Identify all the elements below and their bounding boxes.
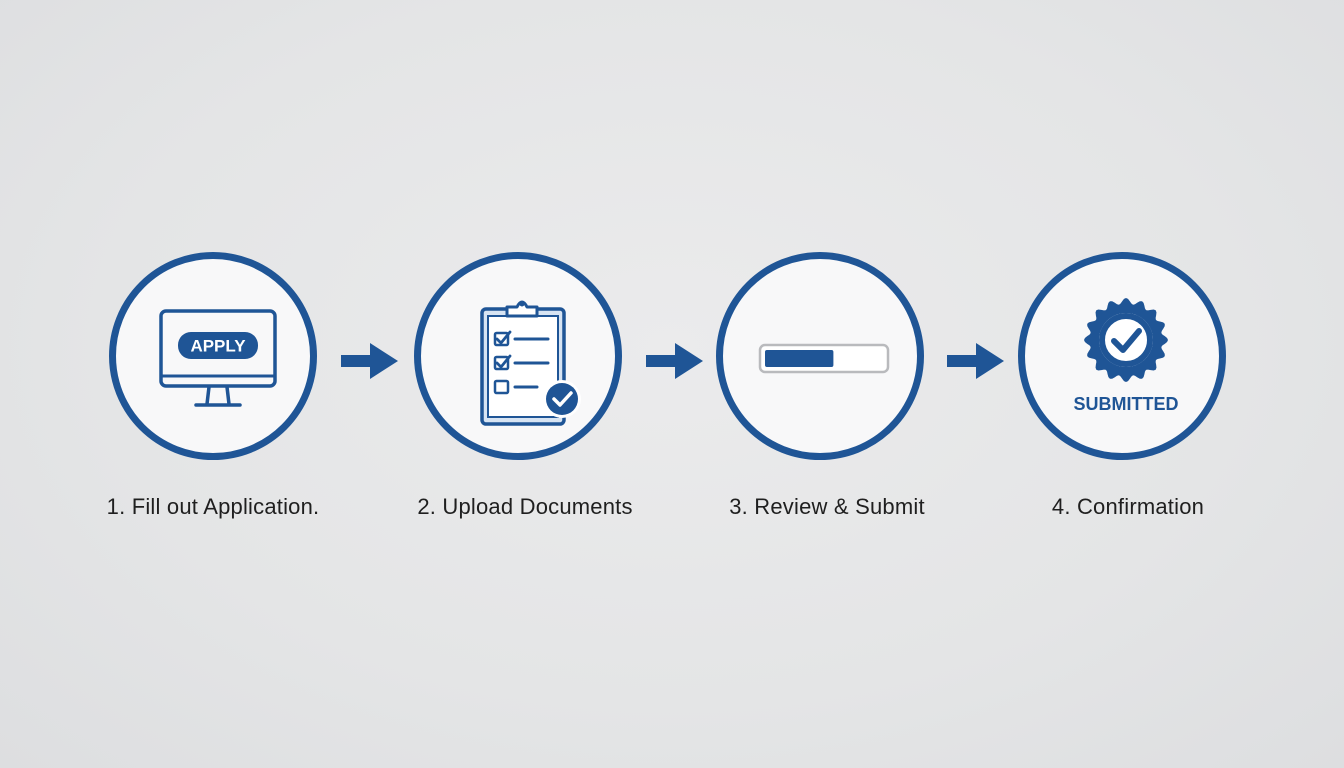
progress-fill (765, 350, 834, 367)
apply-badge-text: APPLY (190, 337, 246, 356)
progress-bar-icon (758, 343, 890, 374)
step-1-circle: APPLY (109, 252, 317, 460)
clipboard-checklist-icon (480, 300, 581, 426)
monitor-icon: APPLY (159, 309, 277, 407)
step-2-circle (414, 252, 622, 460)
arrow-right-icon (341, 343, 398, 379)
step-3-label: 3. Review & Submit (729, 494, 925, 519)
step-4-label: 4. Confirmation (1051, 494, 1205, 519)
check-circle-icon (546, 383, 578, 415)
step-4-circle: SUBMITTED (1018, 252, 1226, 460)
step-2-label: 2. Upload Documents (417, 494, 633, 519)
arrow-right-icon (947, 343, 1004, 379)
arrow-right-icon (646, 343, 703, 379)
apply-badge (178, 332, 258, 359)
badge-check-icon: SUBMITTED (1074, 298, 1179, 414)
step-1-label: 1. Fill out Application. (106, 494, 320, 519)
submitted-text: SUBMITTED (1074, 394, 1179, 414)
step-3-circle (716, 252, 924, 460)
